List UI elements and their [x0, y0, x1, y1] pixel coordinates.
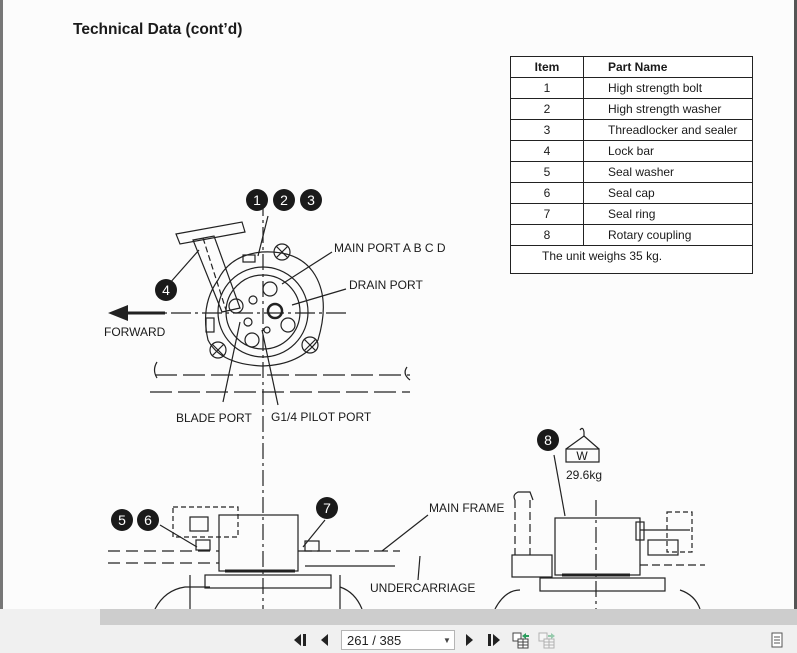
svg-text:5: 5 [118, 512, 126, 528]
callout-3: 3 [300, 189, 322, 211]
weight-note: The unit weighs 35 kg. [510, 245, 753, 274]
document-page-icon [771, 632, 783, 648]
first-page-icon [294, 634, 306, 646]
last-page-icon [488, 634, 500, 646]
go-forward-view-button[interactable] [536, 627, 558, 653]
previous-page-button[interactable] [316, 627, 334, 653]
lifting-weight-icon [565, 427, 600, 463]
first-page-button[interactable] [290, 627, 312, 653]
next-page-icon [466, 634, 473, 646]
callout-4: 4 [155, 279, 177, 301]
callout-6: 6 [137, 509, 159, 531]
part-name: Seal washer [583, 161, 753, 183]
part-name: Rotary coupling [583, 224, 753, 246]
last-page-button[interactable] [483, 627, 505, 653]
coupling-side-view-left [108, 506, 400, 609]
svg-text:8: 8 [544, 432, 552, 448]
previous-page-icon [321, 634, 328, 646]
part-name: Threadlocker and sealer [583, 119, 753, 141]
navigation-toolbar: 261 / 385 ▼ [0, 627, 797, 653]
label-blade-port: BLADE PORT [176, 411, 252, 425]
technical-diagram: W 29.6kg MAIN PORT A B C D DRAIN PORT FO… [104, 189, 705, 609]
horizontal-scrollbar[interactable] [0, 609, 797, 627]
part-name: High strength bolt [583, 77, 753, 99]
dropdown-arrow-icon: ▼ [443, 635, 451, 645]
callout-1: 1 [246, 189, 268, 211]
page-view-button[interactable] [768, 627, 786, 653]
forward-arrow-icon [108, 305, 128, 321]
svg-text:7: 7 [323, 500, 331, 516]
horizontal-scroll-thumb[interactable] [100, 609, 797, 625]
table-note-row: The unit weighs 35 kg. [510, 245, 753, 274]
callout-8: 8 [537, 429, 559, 451]
svg-text:3: 3 [307, 192, 315, 208]
header-part-name: Part Name [583, 56, 753, 78]
svg-text:6: 6 [144, 512, 152, 528]
table-back-arrow-icon [512, 632, 529, 649]
svg-text:1: 1 [253, 192, 261, 208]
go-back-view-button[interactable] [510, 627, 532, 653]
weight-symbol: W [576, 449, 588, 463]
label-main-port: MAIN PORT A B C D [334, 241, 446, 255]
page-title: Technical Data (cont’d) [73, 21, 243, 38]
page-number-select[interactable]: 261 / 385 ▼ [341, 630, 455, 650]
label-pilot-port: G1/4 PILOT PORT [271, 410, 372, 424]
page-left-edge [0, 0, 3, 609]
label-main-frame: MAIN FRAME [429, 501, 504, 515]
svg-text:2: 2 [280, 192, 288, 208]
svg-text:4: 4 [162, 282, 170, 298]
coupling-side-view-right [494, 491, 705, 609]
table-header-row: Item Part Name [510, 56, 753, 78]
vertical-scrollbar-edge[interactable] [794, 0, 797, 609]
document-viewer: Technical Data (cont’d) Item Part Name 1… [0, 0, 797, 609]
frame-lines [150, 361, 411, 393]
callout-2: 2 [273, 189, 295, 211]
table-forward-arrow-icon [538, 632, 555, 649]
page-indicator: 261 / 385 [347, 632, 402, 648]
callout-7: 7 [316, 497, 338, 519]
label-drain-port: DRAIN PORT [349, 278, 423, 292]
next-page-button[interactable] [460, 627, 478, 653]
label-forward: FORWARD [104, 325, 166, 339]
lock-bar-drawing [175, 221, 246, 313]
callout-5: 5 [111, 509, 133, 531]
label-undercarriage: UNDERCARRIAGE [370, 581, 475, 595]
weight-label: 29.6kg [566, 468, 602, 482]
